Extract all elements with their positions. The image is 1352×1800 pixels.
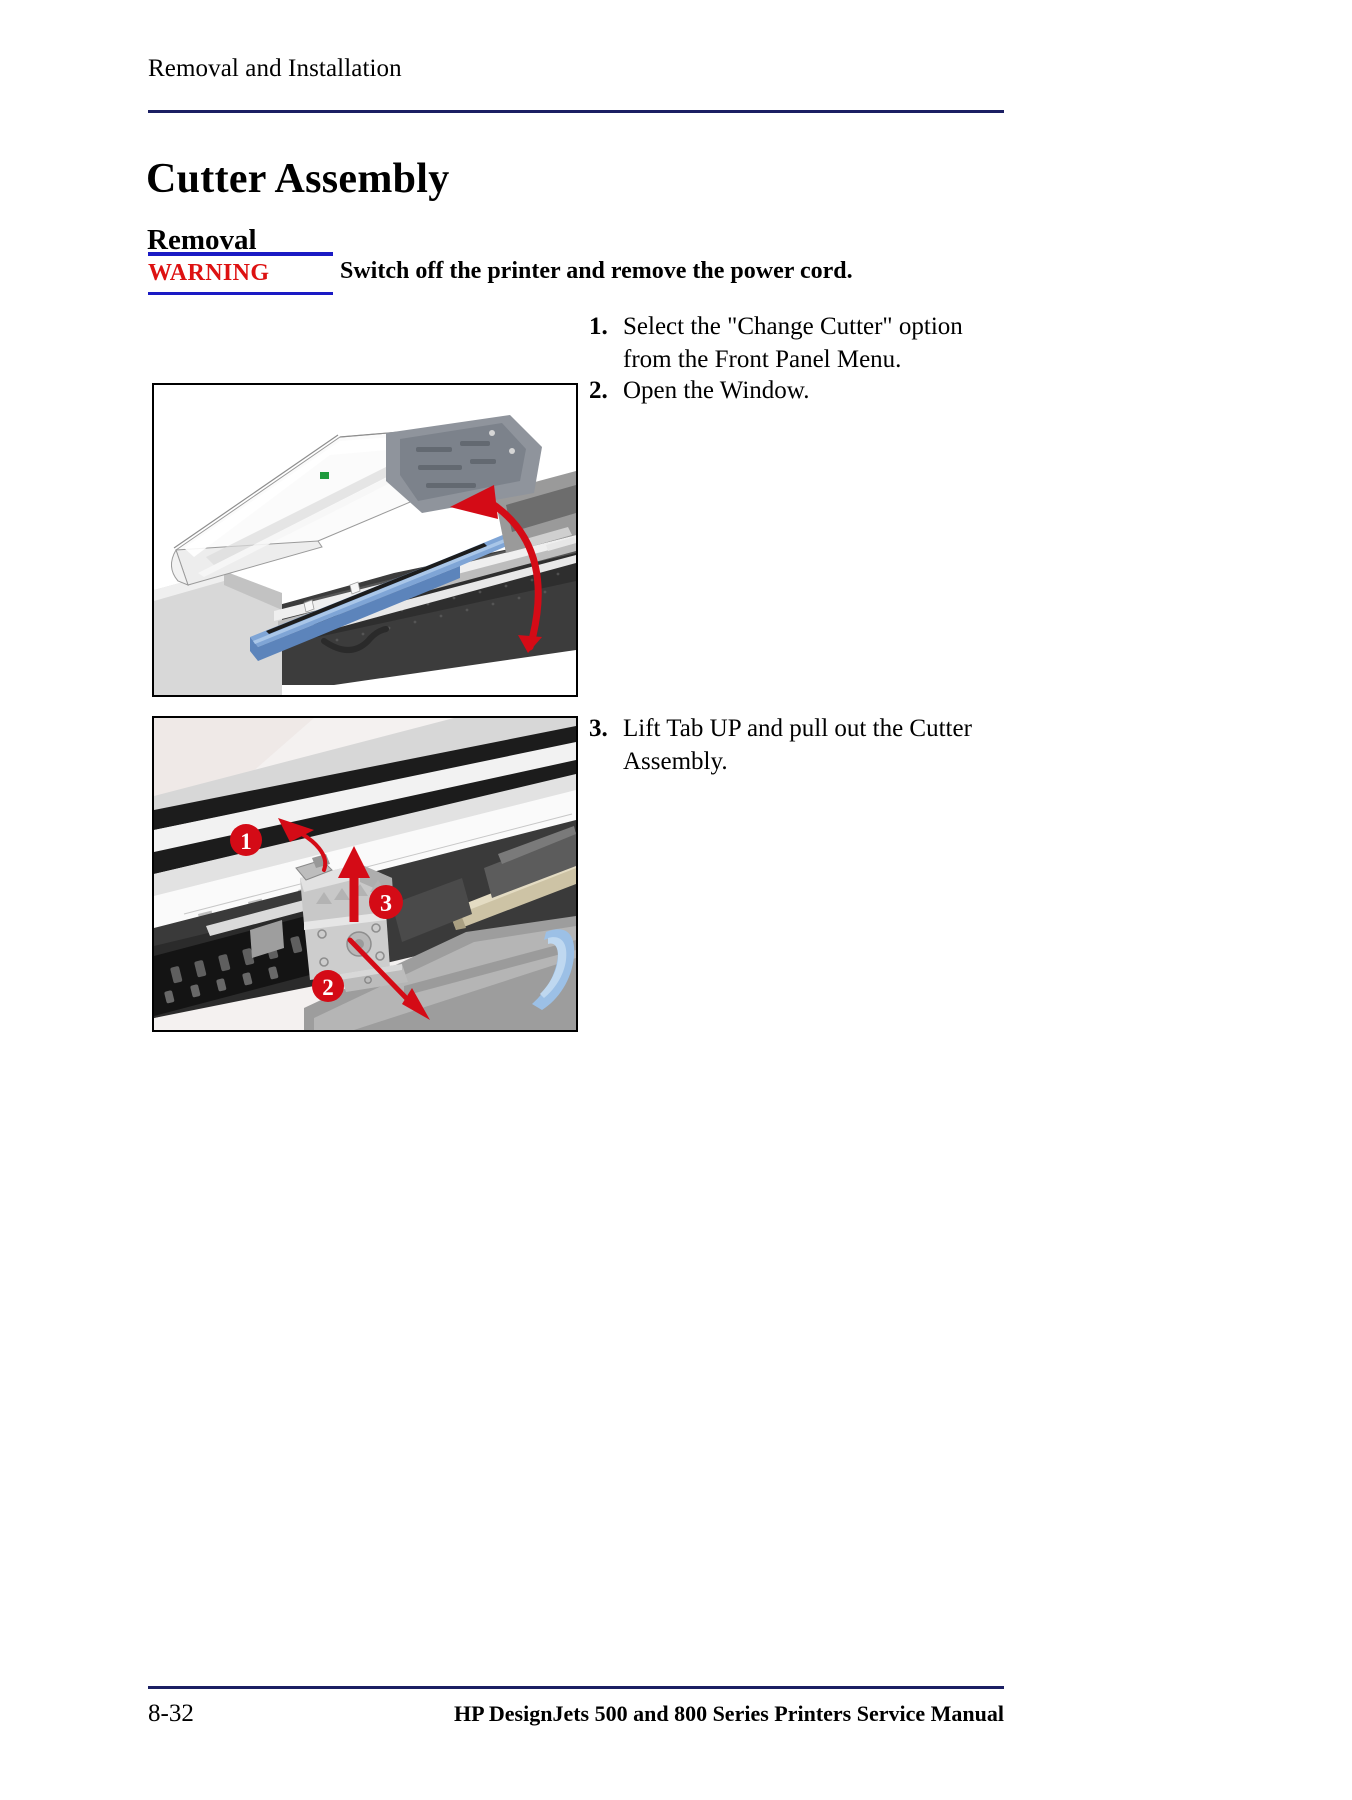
section-title: Removal	[147, 224, 257, 257]
figure-cutter-assembly-illustration: 1 3 2	[154, 718, 576, 1030]
list-item-number: 3.	[589, 715, 608, 742]
list-item: 1. Select the "Change Cutter" option fro…	[589, 310, 989, 376]
list-item: 2. Open the Window.	[589, 374, 989, 407]
list-item: 3. Lift Tab UP and pull out the Cutter A…	[589, 712, 989, 778]
warning-rule-top	[148, 252, 333, 256]
warning-rule-bottom	[148, 292, 333, 295]
list-item-number: 1.	[589, 313, 608, 340]
list-item-text: Select the "Change Cutter" option from t…	[623, 313, 963, 373]
running-header: Removal and Installation	[148, 55, 402, 82]
footer-manual-title: HP DesignJets 500 and 800 Series Printer…	[454, 1701, 1004, 1726]
list-item-number: 2.	[589, 377, 608, 404]
header-rule	[148, 110, 1004, 113]
list-item-text: Open the Window.	[623, 377, 810, 404]
callout-1-label: 1	[240, 829, 252, 854]
warning-text: Switch off the printer and remove the po…	[340, 258, 853, 284]
callout-3-label: 3	[380, 891, 392, 917]
list-item-text: Lift Tab UP and pull out the Cutter Asse…	[623, 715, 972, 775]
warning-label: WARNING	[148, 260, 270, 286]
footer-page-number: 8-32	[148, 1700, 194, 1727]
footer-rule	[148, 1686, 1004, 1689]
figure-open-window	[152, 383, 578, 697]
figure-cutter-assembly: 1 3 2	[152, 716, 578, 1032]
page-title: Cutter Assembly	[146, 156, 450, 203]
callout-2-label: 2	[322, 975, 334, 1000]
figure-open-window-illustration	[154, 385, 576, 695]
